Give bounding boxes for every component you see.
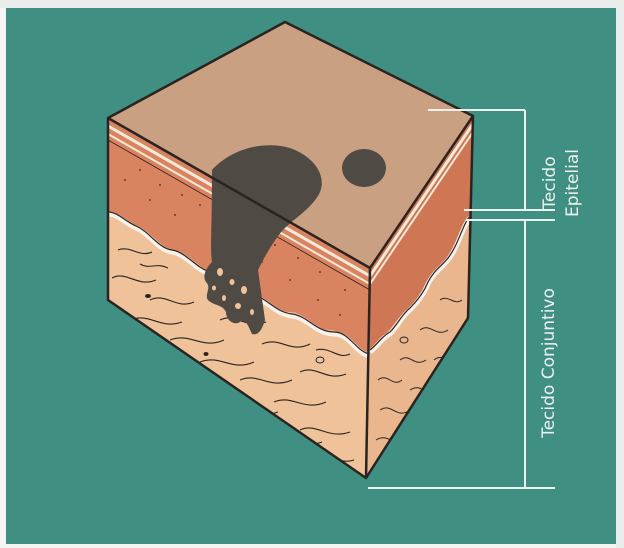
page-edge (0, 0, 624, 8)
label-tecido-epitelial-line1: Tecido (539, 138, 561, 228)
label-tecido-conjuntivo: Tecido Conjuntivo (538, 263, 560, 463)
small-lesion (342, 149, 386, 187)
label-tecido-epitelial-line2: Epitelial (562, 138, 584, 228)
page-edge-right (616, 0, 624, 548)
